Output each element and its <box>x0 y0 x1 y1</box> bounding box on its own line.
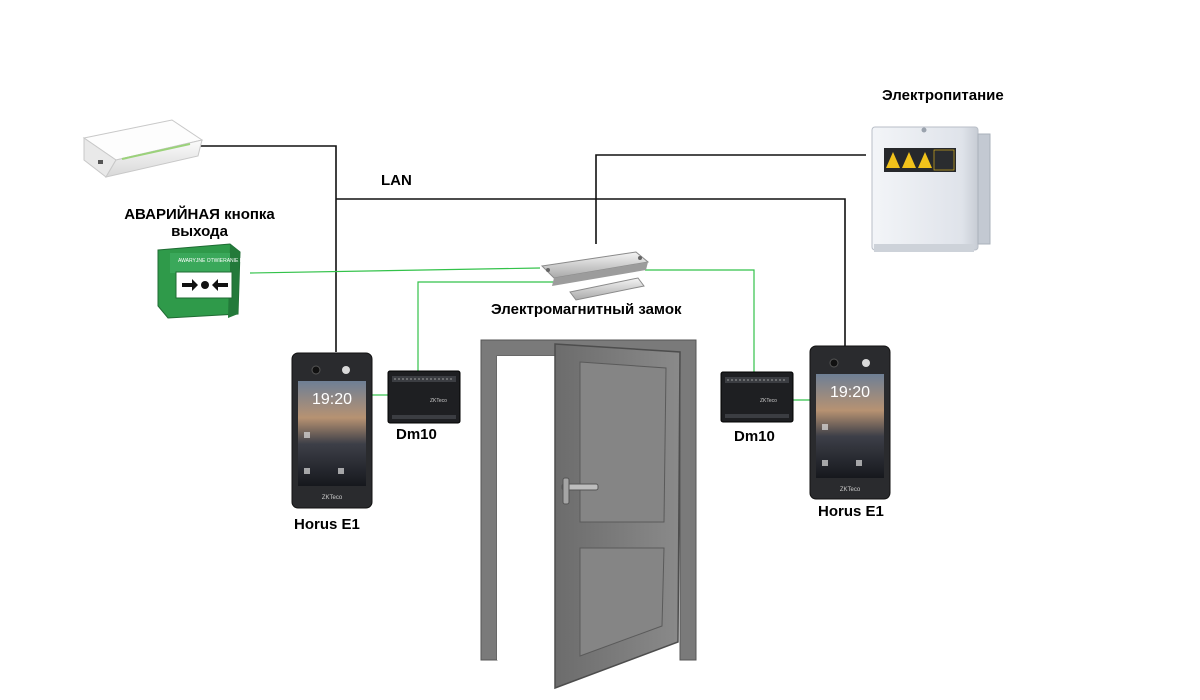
controller-right: ZKTeco <box>720 371 794 423</box>
emergency-exit-button: AWARYJNE OTWIERANIE DRZWI <box>157 243 256 319</box>
controller-left-label: Dm10 <box>396 426 437 443</box>
power-wire-to-maglock <box>595 154 866 244</box>
terminal-right-time: 19:20 <box>830 384 870 401</box>
signal-wire-button-to-maglock <box>249 267 541 274</box>
door-handle <box>561 483 599 491</box>
signal-wire-maglock-to-right-controller <box>645 269 755 372</box>
emergency-button-label: АВАРИЙНАЯ кнопка выхода <box>112 206 287 240</box>
warning-icon <box>886 152 932 168</box>
signal-wire-maglock-to-left-controller <box>417 281 555 372</box>
controller-right-label: Dm10 <box>734 428 775 445</box>
door <box>480 339 697 690</box>
terminal-right: 19:20 ZKTeco <box>809 345 891 500</box>
terminal-left: 19:20 ZKTeco <box>291 352 373 509</box>
controller-left-brand: ZKTeco <box>430 398 447 404</box>
terminal-left-time: 19:20 <box>312 391 352 408</box>
terminal-right-label: Horus E1 <box>818 503 884 520</box>
lan-wire-switch-to-left-terminal <box>200 145 337 352</box>
emergency-button-face-text: AWARYJNE OTWIERANIE DRZWI <box>178 258 256 264</box>
network-switch <box>82 119 204 178</box>
terminal-left-label: Horus E1 <box>294 516 360 533</box>
controller-right-brand: ZKTeco <box>760 398 777 404</box>
emergency-button-label-line2: выхода <box>171 223 228 240</box>
emergency-button-label-line1: АВАРИЙНАЯ кнопка <box>124 206 275 223</box>
arrow-icon <box>182 279 228 291</box>
controller-left: ZKTeco <box>387 370 461 424</box>
power-supply-unit <box>871 126 991 252</box>
maglock-label: Электромагнитный замок <box>491 301 682 318</box>
signal-wiring <box>249 267 810 401</box>
lan-label: LAN <box>381 172 412 189</box>
lan-wire-to-right-terminal <box>336 198 846 346</box>
terminal-right-brand: ZKTeco <box>840 487 861 493</box>
electromagnetic-lock <box>540 251 650 301</box>
power-supply-label: Электропитание <box>882 87 1004 104</box>
lan-wiring <box>200 145 866 352</box>
terminal-left-brand: ZKTeco <box>322 495 343 501</box>
